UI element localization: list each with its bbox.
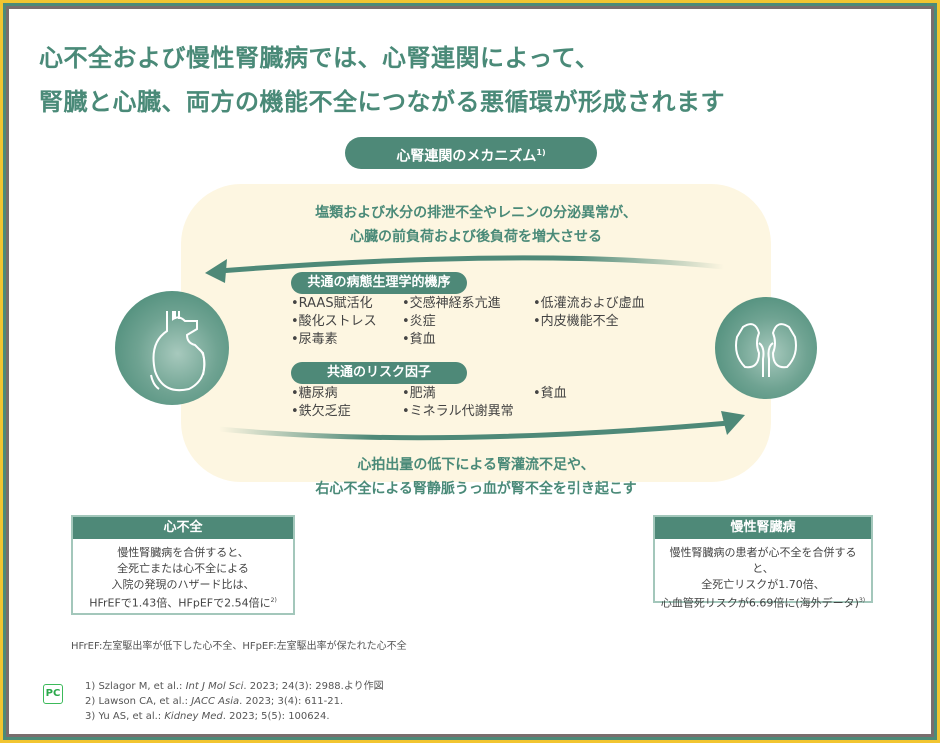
list-item: •低灌流および虚血 [533,296,645,311]
list-item: •尿毒素 [291,332,338,347]
list-item: •糖尿病 [291,386,338,401]
page-title: 心不全および慢性腎臓病では、心腎連関によって、 腎臓と心臓、両方の機能不全につな… [39,44,725,116]
reference-item: 2) Lawson CA, et al.: JACC Asia. 2023; 3… [85,696,344,707]
pathophysiology-label: 共通の病態生理学的機序 [291,272,467,294]
list-item: •貧血 [533,386,567,401]
reference-item: 3) Yu AS, et al.: Kidney Med. 2023; 5(5)… [85,711,330,722]
list-item: •交感神経系亢進 [402,296,501,311]
reference-item: 1) Szlagor M, et al.: Int J Mol Sci. 202… [85,681,384,692]
pc-logo: PC [43,684,63,704]
list-item: •貧血 [402,332,436,347]
heart-icon [150,311,206,392]
heart-circle [115,291,229,405]
heart-to-kidney-text: 心拍出量の低下による腎灌流不足や、右心不全による腎静脈うっ血が腎不全を引き起こす [315,457,637,497]
arrow-to-heart [218,255,725,274]
list-item: •RAAS賦活化 [291,296,373,311]
arrow-head-left [205,259,227,283]
list-item: •鉄欠乏症 [291,404,351,419]
risk-factors-label: 共通のリスク因子 [291,362,467,384]
kidney-icon [735,323,797,377]
list-item: •肥満 [402,386,436,401]
list-item: •炎症 [402,314,436,329]
list-item: •ミネラル代謝異常 [402,404,514,419]
heart-failure-box: 心不全 慢性腎臓病を合併すると、 全死亡または心不全による 入院の発現のハザード… [71,515,295,615]
kidney-to-heart-text: 塩類および水分の排泄不全やレニンの分泌異常が、心臓の前負荷および後負荷を増大させ… [315,205,637,245]
mechanism-label: 心腎連関のメカニズム1) [345,137,597,169]
abbreviation-note: HFrEF:左室駆出率が低下した心不全、HFpEF:左室駆出率が保たれた心不全 [71,641,407,652]
slide: 心不全および慢性腎臓病では、心腎連関によって、 腎臓と心臓、両方の機能不全につな… [9,9,931,734]
arrow-to-kidney [218,420,730,441]
frame: 心不全および慢性腎臓病では、心腎連関によって、 腎臓と心臓、両方の機能不全につな… [3,3,937,740]
references: 1) Szlagor M, et al.: Int J Mol Sci. 202… [85,679,384,724]
arrow-head-right [721,411,745,435]
list-item: •酸化ストレス [291,314,377,329]
list-item: •内皮機能不全 [533,314,619,329]
kidney-circle [715,297,817,399]
ckd-box: 慢性腎臓病 慢性腎臓病の患者が心不全を合併すると、 全死亡リスクが1.70倍、 … [653,515,873,610]
cycle-arrows [205,255,745,441]
